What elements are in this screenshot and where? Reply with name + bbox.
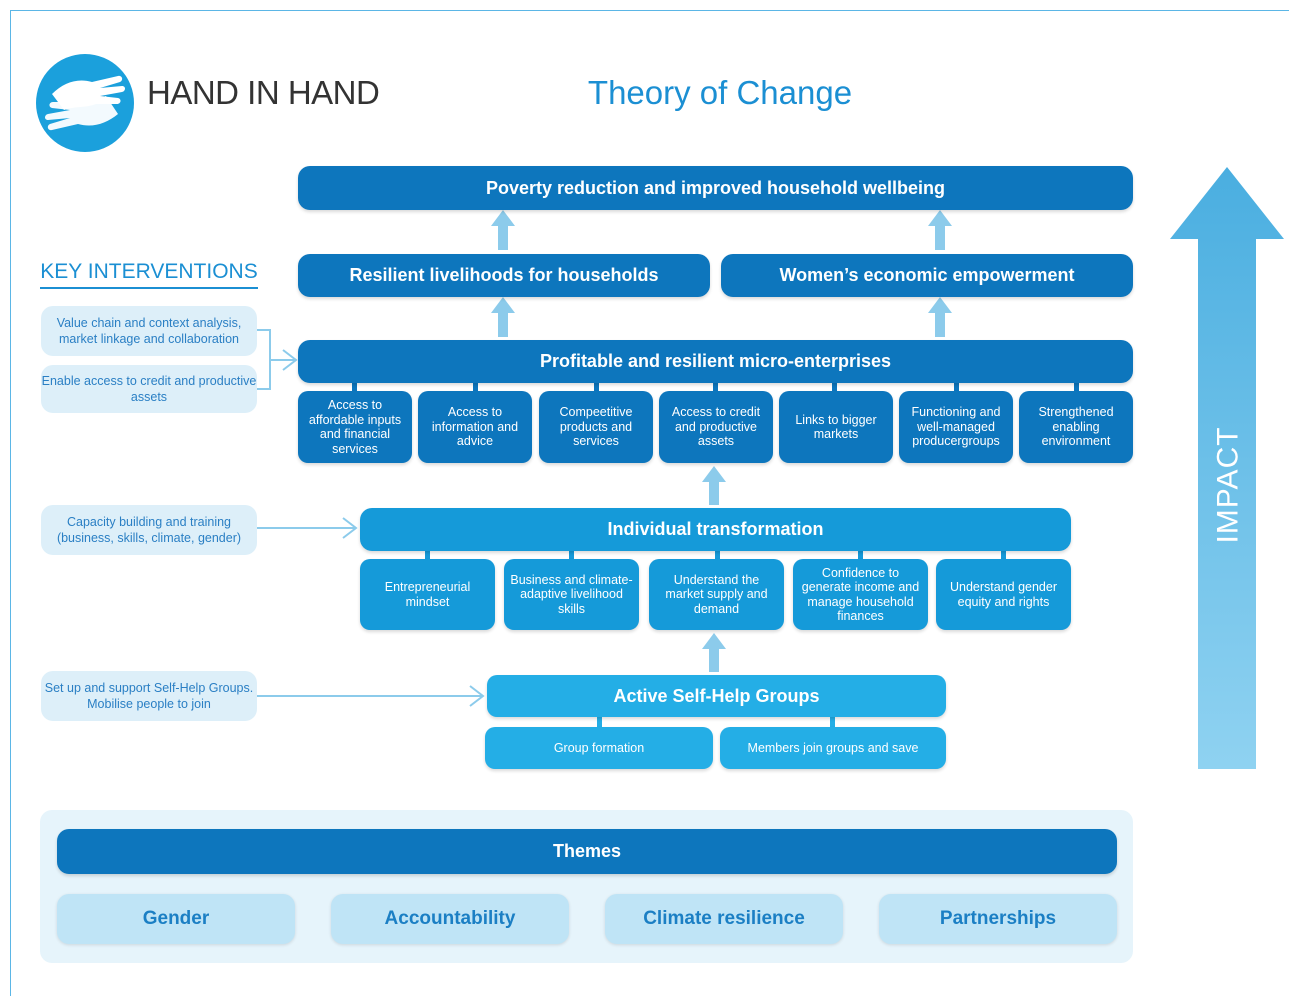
enterprise-item: Functioning and well-managed producergro… xyxy=(899,391,1013,463)
outcome-womens-empowerment: Women’s economic empowerment xyxy=(721,254,1133,297)
shg-box: Active Self-Help Groups xyxy=(487,675,946,717)
themes-title: Themes xyxy=(57,829,1117,874)
page-title: Theory of Change xyxy=(587,74,853,111)
brand-name: HAND IN HAND xyxy=(147,74,380,111)
enterprise-item: Links to bigger markets xyxy=(779,391,893,463)
transformation-item: Understand gender equity and rights xyxy=(936,559,1071,630)
intervention-capacity-building: Capacity building and training (business… xyxy=(41,505,257,555)
theme-climate-resilience: Climate resilience xyxy=(605,894,843,944)
goal-box: Poverty reduction and improved household… xyxy=(298,166,1133,210)
impact-arrow-icon xyxy=(1170,167,1284,769)
key-interventions-title: KEY INTERVENTIONS xyxy=(40,260,258,289)
enterprise-item: Strengthened enabling environment xyxy=(1019,391,1133,463)
transformation-item: Entrepreneurial mindset xyxy=(360,559,495,630)
enterprise-item: Access to affordable inputs and financia… xyxy=(298,391,412,463)
outcome-resilient-livelihoods: Resilient livelihoods for households xyxy=(298,254,710,297)
theme-accountability: Accountability xyxy=(331,894,569,944)
shg-item-group-formation: Group formation xyxy=(485,727,713,769)
intervention-self-help-groups: Set up and support Self-Help Groups. Mob… xyxy=(41,671,257,721)
theme-partnerships: Partnerships xyxy=(879,894,1117,944)
enterprise-item: Compeetitive products and services xyxy=(539,391,653,463)
transformation-item: Confidence to generate income and manage… xyxy=(793,559,928,630)
enterprises-box: Profitable and resilient micro-enterpris… xyxy=(298,340,1133,383)
theme-gender: Gender xyxy=(57,894,295,944)
transformation-item: Understand the market supply and demand xyxy=(649,559,784,630)
enterprise-item: Access to credit and productive assets xyxy=(659,391,773,463)
shg-item-members-save: Members join groups and save xyxy=(720,727,946,769)
transformation-box: Individual transformation xyxy=(360,508,1071,551)
page-frame xyxy=(10,10,1289,996)
intervention-credit-access: Enable access to credit and productive a… xyxy=(41,365,257,413)
intervention-value-chain: Value chain and context analysis, market… xyxy=(41,306,257,356)
hand-in-hand-logo-icon xyxy=(36,54,134,152)
enterprise-item: Access to information and advice xyxy=(418,391,532,463)
transformation-item: Business and climate-adaptive livelihood… xyxy=(504,559,639,630)
